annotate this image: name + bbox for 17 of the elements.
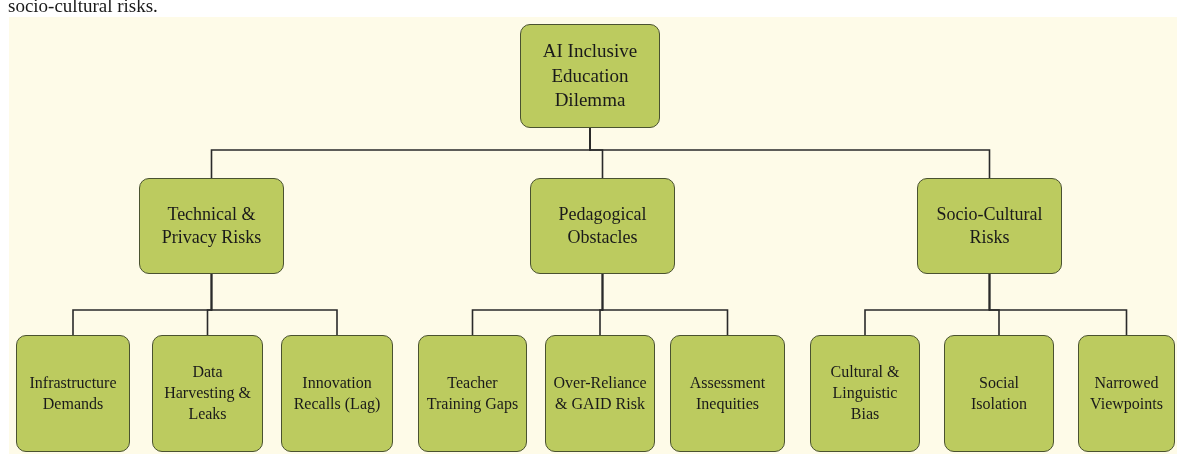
category-box: Narrowed Viewpoints [1078,335,1175,452]
connector-line [210,273,338,336]
connector-line [988,273,1128,336]
category-box: Technical & Privacy Risks [139,178,284,274]
category-box: Social Isolation [944,335,1054,452]
connector-line [601,273,729,336]
category-box: Assessment Inequities [670,335,785,452]
category-box: Cultural & Linguistic Bias [810,335,920,452]
category-box: Teacher Training Gaps [418,335,527,452]
category-box: Innovation Recalls (Lag) [281,335,393,452]
category-box: Infrastructure Demands [16,335,130,452]
category-box: Data Harvesting & Leaks [152,335,263,452]
category-box: Over-Reliance & GAID Risk [545,335,655,452]
category-box: Socio-Cultural Risks [917,178,1062,274]
connector-line [589,127,991,179]
category-box: AI Inclusive Education Dilemma [520,24,660,128]
category-box: Pedagogical Obstacles [530,178,675,274]
